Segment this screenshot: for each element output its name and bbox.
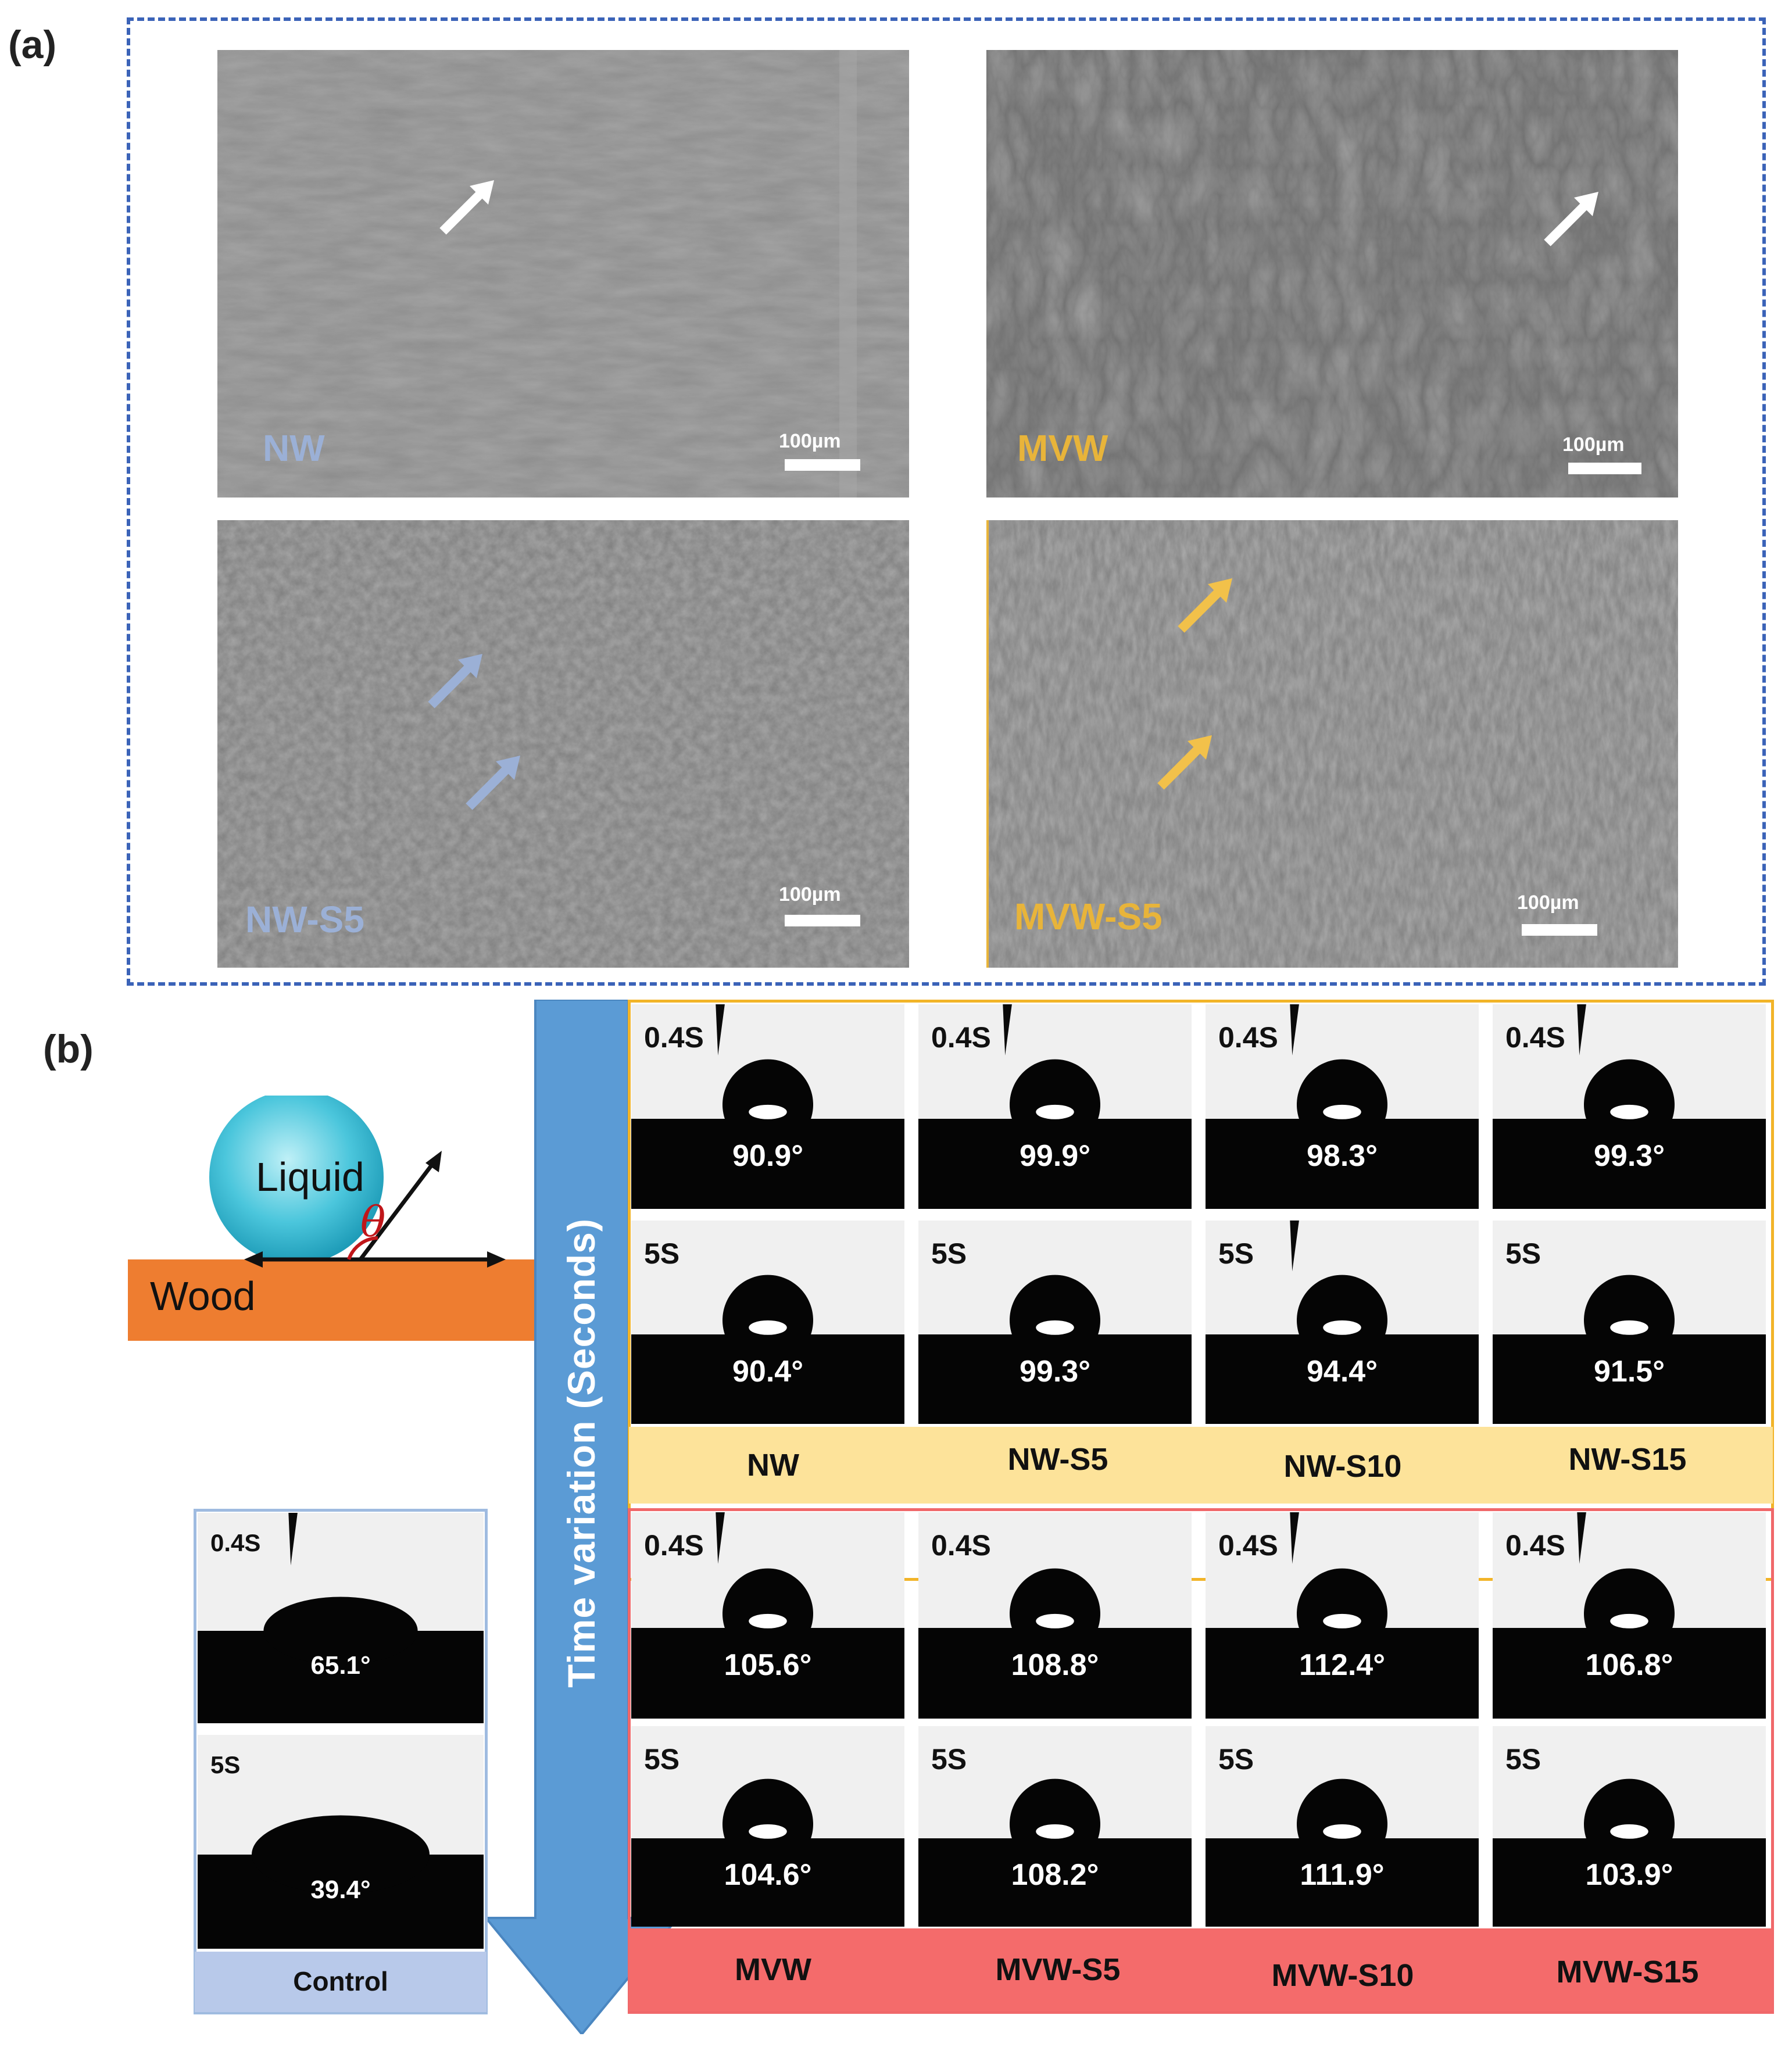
white-arrow-icon xyxy=(1540,186,1604,250)
nw-strip-label: NW-S15 xyxy=(1568,1442,1687,1477)
blue-arrow-icon xyxy=(424,648,488,712)
sem-image-nw xyxy=(217,50,909,498)
scale-text-mvw-s5: 100µm xyxy=(1517,892,1579,914)
droplet-image: 0.4S 99.3° xyxy=(1493,1004,1766,1209)
contact-angle-value: 91.5° xyxy=(1593,1354,1665,1388)
droplet-image: 5S 108.2° xyxy=(918,1726,1192,1927)
scale-text-nw-s5: 100µm xyxy=(779,883,841,905)
nw-strip-label: NW-S10 xyxy=(1283,1449,1402,1484)
time-label: 0.4S xyxy=(1218,1529,1278,1562)
schematic-angle-symbol: θ xyxy=(360,1197,386,1246)
droplet-image: 5S 39.4° xyxy=(198,1735,484,1949)
contact-angle-value: 104.6° xyxy=(724,1858,812,1892)
sem-image-mvw xyxy=(986,50,1678,498)
contact-angle-value: 105.6° xyxy=(724,1648,812,1683)
panel-b-label: (b) xyxy=(43,1027,94,1071)
panel-a-frame xyxy=(127,17,1766,986)
droplet-image: 0.4S 90.9° xyxy=(631,1004,904,1209)
sem-image-mvw-s5 xyxy=(986,520,1678,968)
contact-angle-value: 103.9° xyxy=(1585,1858,1673,1892)
mvw-strip-label: MVW-S15 xyxy=(1556,1955,1699,1989)
scale-text-nw: 100µm xyxy=(779,430,841,452)
time-label: 5S xyxy=(1505,1237,1541,1270)
contact-angle-value: 99.3° xyxy=(1593,1139,1665,1173)
scale-text-mvw: 100µm xyxy=(1562,434,1625,456)
droplet-image: 5S 91.5° xyxy=(1493,1221,1766,1424)
time-label: 5S xyxy=(931,1237,967,1270)
contact-angle-value: 111.9° xyxy=(1300,1858,1385,1892)
contact-angle-value: 90.9° xyxy=(732,1139,803,1173)
time-label: 0.4S xyxy=(1505,1529,1565,1562)
control-strip-label: Control xyxy=(293,1966,388,1996)
sem-label-nw-s5: NW-S5 xyxy=(245,899,364,940)
time-label: 5S xyxy=(1218,1237,1254,1270)
white-arrow-icon xyxy=(436,174,500,238)
time-label: 5S xyxy=(644,1743,680,1776)
droplet-image: 5S 99.3° xyxy=(918,1221,1192,1424)
scale-bar-nw-s5 xyxy=(785,915,860,926)
control-strip xyxy=(195,1952,487,2012)
nw-strip-label: NW xyxy=(747,1448,799,1483)
contact-angle-schematic xyxy=(128,1090,535,1345)
control-frame xyxy=(194,1509,488,2014)
sem-image-nw-s5 xyxy=(217,520,909,968)
time-label: 0.4S xyxy=(1218,1021,1278,1054)
contact-angle-value: 112.4° xyxy=(1299,1648,1386,1683)
droplet-image: 5S 103.9° xyxy=(1493,1726,1766,1927)
schematic-liquid-label: Liquid xyxy=(256,1154,364,1200)
time-label: 0.4S xyxy=(644,1529,704,1562)
droplet-image: 5S 94.4° xyxy=(1206,1221,1479,1424)
scale-bar-nw xyxy=(785,459,860,471)
time-variation-label: Time variation (Seconds) xyxy=(560,1218,603,1688)
droplet-image: 0.4S 65.1° xyxy=(198,1513,484,1723)
scale-bar-mvw-s5 xyxy=(1522,924,1597,936)
contact-angle-value: 106.8° xyxy=(1585,1648,1673,1683)
mvw-strip-label: MVW-S10 xyxy=(1271,1958,1414,1993)
time-label: 5S xyxy=(931,1743,967,1776)
panel-a-label: (a) xyxy=(8,23,57,67)
contact-angle-value: 90.4° xyxy=(732,1354,803,1388)
time-label: 0.4S xyxy=(644,1021,704,1054)
scale-bar-mvw xyxy=(1568,463,1641,474)
droplet-image: 0.4S 98.3° xyxy=(1206,1004,1479,1209)
droplet-image: 0.4S 108.8° xyxy=(918,1512,1192,1719)
contact-angle-value: 108.2° xyxy=(1011,1858,1099,1892)
sem-label-mvw-s5: MVW-S5 xyxy=(1014,896,1163,937)
droplet-image: 0.4S 105.6° xyxy=(631,1512,904,1719)
contact-angle-value: 39.4° xyxy=(310,1875,371,1904)
sem-label-nw: NW xyxy=(263,427,325,469)
sem-label-mvw: MVW xyxy=(1017,427,1108,469)
contact-angle-value: 65.1° xyxy=(310,1651,371,1680)
droplet-image: 0.4S 99.9° xyxy=(918,1004,1192,1209)
mvw-group-frame xyxy=(628,1508,1774,2014)
droplet-image: 0.4S 112.4° xyxy=(1206,1512,1479,1719)
nw-strip-label: NW-S5 xyxy=(1007,1442,1108,1477)
contact-angle-value: 108.8° xyxy=(1011,1648,1099,1683)
schematic-wood-label: Wood xyxy=(150,1273,256,1319)
mvw-strip xyxy=(629,1928,1773,2011)
droplet-image: 5S 111.9° xyxy=(1206,1726,1479,1927)
time-label: 0.4S xyxy=(210,1529,261,1556)
contact-angle-value: 98.3° xyxy=(1306,1139,1378,1173)
time-label: 0.4S xyxy=(931,1021,991,1054)
droplet-image: 0.4S 106.8° xyxy=(1493,1512,1766,1719)
time-label: 0.4S xyxy=(1505,1021,1565,1054)
time-label: 5S xyxy=(1505,1743,1541,1776)
yellow-arrow-icon xyxy=(1154,729,1218,793)
droplet-image: 5S 90.4° xyxy=(631,1221,904,1424)
droplet-image: 5S 104.6° xyxy=(631,1726,904,1927)
yellow-arrow-icon xyxy=(1174,572,1238,636)
time-label: 5S xyxy=(644,1237,680,1270)
time-label: 0.4S xyxy=(931,1529,991,1562)
contact-angle-value: 94.4° xyxy=(1306,1354,1378,1388)
contact-angle-value: 99.3° xyxy=(1019,1354,1090,1388)
time-label: 5S xyxy=(1218,1743,1254,1776)
nw-group-frame xyxy=(628,1000,1774,1581)
mvw-strip-label: MVW-S5 xyxy=(995,1952,1121,1987)
nw-strip xyxy=(629,1427,1773,1504)
time-label: 5S xyxy=(210,1751,241,1778)
contact-angle-value: 99.9° xyxy=(1019,1139,1090,1173)
mvw-strip-label: MVW xyxy=(735,1952,811,1987)
blue-arrow-icon xyxy=(462,750,526,814)
